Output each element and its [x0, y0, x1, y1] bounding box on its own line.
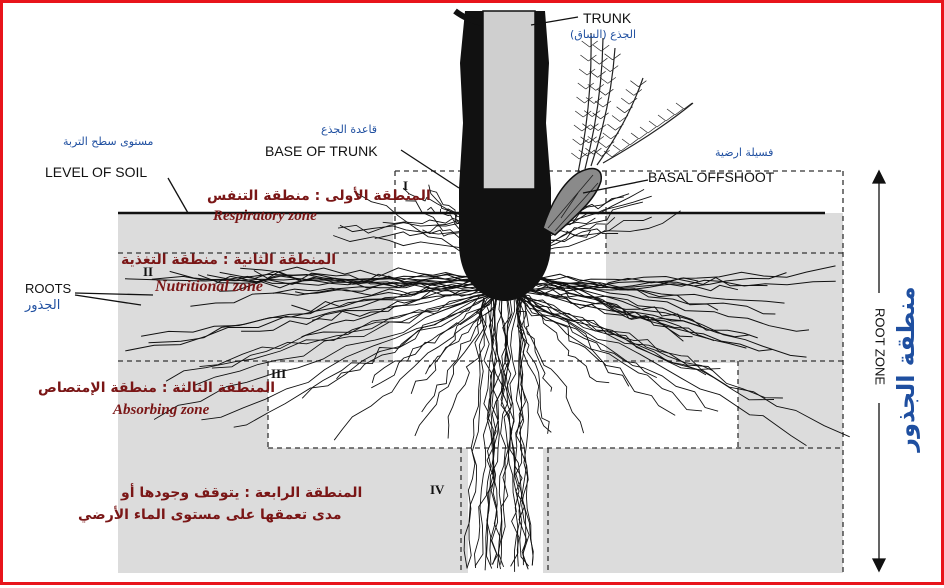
trunk-shape [455, 11, 551, 301]
base-of-trunk-label-ar: قاعدة الجذع [321, 124, 377, 135]
roots-label: ROOTS [25, 282, 71, 295]
frond-leaflet [590, 125, 606, 131]
frond-leaflet [579, 69, 595, 75]
trunk-label-ar: الجذع (الساق) [570, 29, 636, 40]
zone-4-numeral: IV [430, 483, 444, 496]
zone-3-label-ar: المنطقة الثالثة : منطقة الإمتصاص [38, 381, 275, 395]
zone-3-label: Absorbing zone [113, 403, 209, 418]
frond-leaflet [591, 58, 607, 64]
base-of-trunk-label: BASE OF TRUNK [265, 144, 378, 158]
roots-label-ar: الجذور [25, 299, 60, 312]
zone-2-label: Nutritional zone [155, 279, 263, 295]
root-zone-label: ROOT ZONE [874, 302, 887, 392]
frond-leaflet [602, 66, 618, 72]
frond-leaflet [600, 77, 616, 83]
zone-2-label-ar: المنطقة الثانية : منطقة التغذية [121, 253, 336, 267]
zone-1-label: Respiratory zone [213, 209, 317, 224]
zone-4-label-ar-line2: مدى تعمقها على مستوى الماء الأرضي [78, 508, 342, 522]
frond-leaflet [578, 83, 594, 89]
frond-leaflet [581, 137, 597, 143]
basal-offshoot-shape [543, 33, 693, 235]
zone-1-label-ar: المنطقة الأولى : منطقة التنفس [207, 189, 431, 203]
trunk-label: TRUNK [583, 11, 631, 25]
frond-leaflet [571, 153, 587, 159]
frond-leaflet [582, 41, 598, 47]
frond-leaflet [574, 125, 590, 131]
frond-leaflet [630, 81, 646, 87]
soil-block-right-lower [738, 363, 843, 573]
soil-block-mid-right-bottom [543, 448, 738, 573]
zone-3-numeral: III [271, 367, 286, 380]
basal-offshoot-label-ar: فسيلة ارضية [715, 147, 773, 158]
root-strand [513, 293, 584, 433]
frond-leaflet [626, 89, 642, 95]
frond-leaflet [593, 45, 609, 51]
frond-leaflet [613, 145, 629, 151]
zone-4-label-ar-line1: المنطقة الرابعة : يتوقف وجودها أو [121, 486, 362, 500]
basal-offshoot-label: BASAL OFFSHOOT [648, 170, 774, 184]
level-of-soil-label: LEVEL OF SOIL [45, 165, 147, 179]
level-of-soil-label-ar: مستوى سطح التربة [63, 136, 153, 147]
frond-leaflet [573, 139, 589, 145]
frond-leaflet [577, 97, 593, 103]
frond-leaflet [590, 71, 606, 77]
root-zone-label-ar: منطقة الجذور [894, 284, 918, 454]
